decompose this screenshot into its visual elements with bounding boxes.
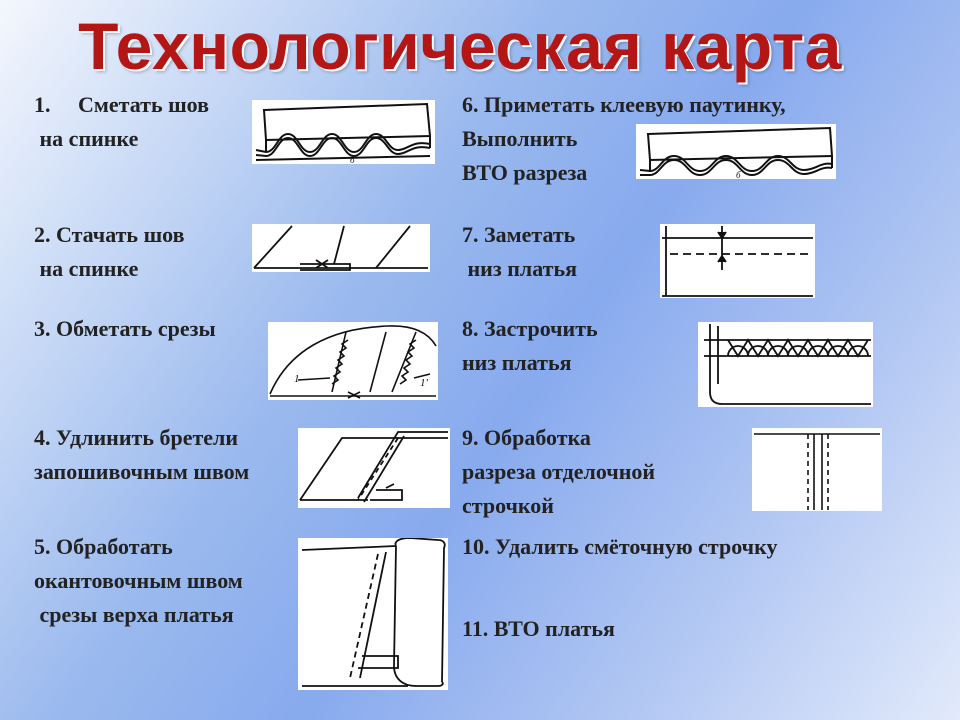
step-6-line-2: Выполнить: [462, 126, 578, 151]
step-1-line-1: 1. Сметать шов: [34, 92, 209, 117]
step-7-line-2: низ платья: [462, 256, 577, 281]
step-7-text: 7. Заметать низ платья: [462, 218, 577, 286]
step-9-line-2: разреза отделочной: [462, 459, 656, 484]
step-5-line-2: окантовочным швом: [34, 568, 243, 593]
step-4-line-2: запошивочным швом: [34, 459, 250, 484]
page-title: Технологическая карта: [78, 9, 842, 83]
edge-mark-left: 1: [294, 373, 300, 385]
step-1-line-2: на спинке: [34, 126, 139, 151]
step-9-line-3: строчкой: [462, 493, 554, 518]
step-5-line-1: 5. Обработать: [34, 534, 173, 559]
step-2-text: 2. Стачать шов на спинке: [34, 218, 184, 286]
step-5-line-3: срезы верха платья: [34, 602, 234, 627]
adhesive-web-figure: б: [636, 124, 836, 179]
overcast-edges-figure: 1 1': [268, 322, 438, 400]
flat-felled-seam-figure: [298, 428, 450, 508]
step-5-text: 5. Обработать окантовочным швом срезы ве…: [34, 530, 243, 632]
step-9-line-1: 9. Обработка: [462, 425, 591, 450]
hem-basting-figure: [660, 224, 815, 298]
basting-seam-figure: б: [252, 100, 435, 164]
step-6-text: 6. Приметать клеевую паутинку, Выполнить…: [462, 88, 786, 190]
step-3-text: 3. Обметать срезы: [34, 312, 216, 346]
step-4-line-1: 4. Удлинить бретели: [34, 425, 239, 450]
step-9-text: 9. Обработка разреза отделочной строчкой: [462, 421, 655, 523]
binding-seam-figure: [298, 538, 448, 690]
step-10-text: 10. Удалить смёточную строчку: [462, 530, 777, 564]
stitched-seam-figure: [252, 224, 430, 272]
step-11-text: 11. ВТО платья: [462, 612, 615, 646]
hem-stitching-figure: [698, 322, 873, 407]
step-3-line-1: 3. Обметать срезы: [34, 316, 216, 341]
step-6-line-1: 6. Приметать клеевую паутинку,: [462, 92, 786, 117]
step-4-text: 4. Удлинить бретели запошивочным швом: [34, 421, 249, 489]
step-1-text: 1. Сметать шов на спинке: [34, 88, 209, 156]
topstitched-slit-figure: [752, 428, 882, 511]
step-7-line-1: 7. Заметать: [462, 222, 576, 247]
step-2-line-1: 2. Стачать шов: [34, 222, 185, 247]
step-8-line-1: 8. Застрочить: [462, 316, 598, 341]
wave-mark-label: б: [350, 155, 355, 164]
step-8-text: 8. Застрочить низ платья: [462, 312, 598, 380]
edge-mark-right: 1': [420, 377, 429, 389]
adhesive-wave-mark: б: [736, 170, 741, 179]
step-8-line-2: низ платья: [462, 350, 572, 375]
step-10-line-1: 10. Удалить смёточную строчку: [462, 534, 778, 559]
step-11-line-1: 11. ВТО платья: [462, 616, 615, 641]
step-2-line-2: на спинке: [34, 256, 139, 281]
step-6-line-3: ВТО разреза: [462, 160, 588, 185]
